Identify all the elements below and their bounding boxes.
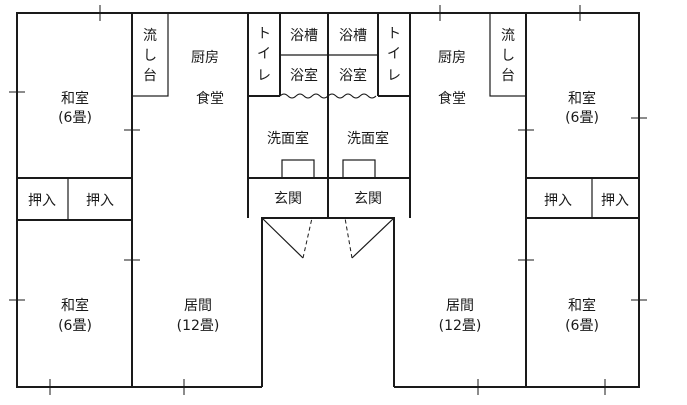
right-unit-walls <box>327 12 639 387</box>
room-size-label: (6畳) <box>565 318 599 334</box>
room-label: 和室 <box>61 90 89 107</box>
room-label: イ <box>257 46 271 62</box>
room-label: 押入 <box>28 193 56 209</box>
room-label: 洗面室 <box>347 130 389 147</box>
room-label: 台 <box>143 68 157 84</box>
room-label: 食堂 <box>438 90 466 107</box>
room-label: 洗面室 <box>267 130 309 147</box>
room-label: イ <box>387 46 401 62</box>
room-label: し <box>143 48 157 64</box>
room-label: ト <box>387 26 401 42</box>
room-label: 浴槽 <box>339 28 367 44</box>
room-label: 玄関 <box>354 190 382 207</box>
room-label: 玄関 <box>274 190 302 207</box>
room-label: 浴室 <box>290 67 318 84</box>
room-label: 押入 <box>544 193 572 209</box>
left-unit-walls <box>17 12 329 387</box>
room-label: 流 <box>143 28 157 44</box>
room-label: ト <box>257 26 271 42</box>
room-size-label: (6畳) <box>565 110 599 126</box>
room-label: 厨房 <box>191 50 219 66</box>
room-label: 押入 <box>86 193 114 209</box>
room-size-label: (6畳) <box>58 318 92 334</box>
room-label: 押入 <box>601 193 629 209</box>
entrance-door-swings <box>261 217 395 259</box>
room-label: 浴室 <box>339 67 367 84</box>
room-label: 厨房 <box>438 50 466 66</box>
room-size-label: (6畳) <box>58 110 92 126</box>
room-size-label: (12畳) <box>177 318 220 334</box>
room-size-label: (12畳) <box>439 318 482 334</box>
room-label: し <box>501 48 515 64</box>
room-label: 浴槽 <box>290 28 318 44</box>
room-label: 居間 <box>184 298 212 314</box>
room-label: 和室 <box>568 297 596 314</box>
room-label: 和室 <box>61 297 89 314</box>
room-label: レ <box>387 68 401 84</box>
room-label: 和室 <box>568 90 596 107</box>
room-label: 流 <box>501 28 515 44</box>
room-label: 食堂 <box>196 90 224 107</box>
room-label: レ <box>257 68 271 84</box>
room-label: 台 <box>501 68 515 84</box>
wall-ticks <box>9 5 647 395</box>
room-label: 居間 <box>446 298 474 314</box>
